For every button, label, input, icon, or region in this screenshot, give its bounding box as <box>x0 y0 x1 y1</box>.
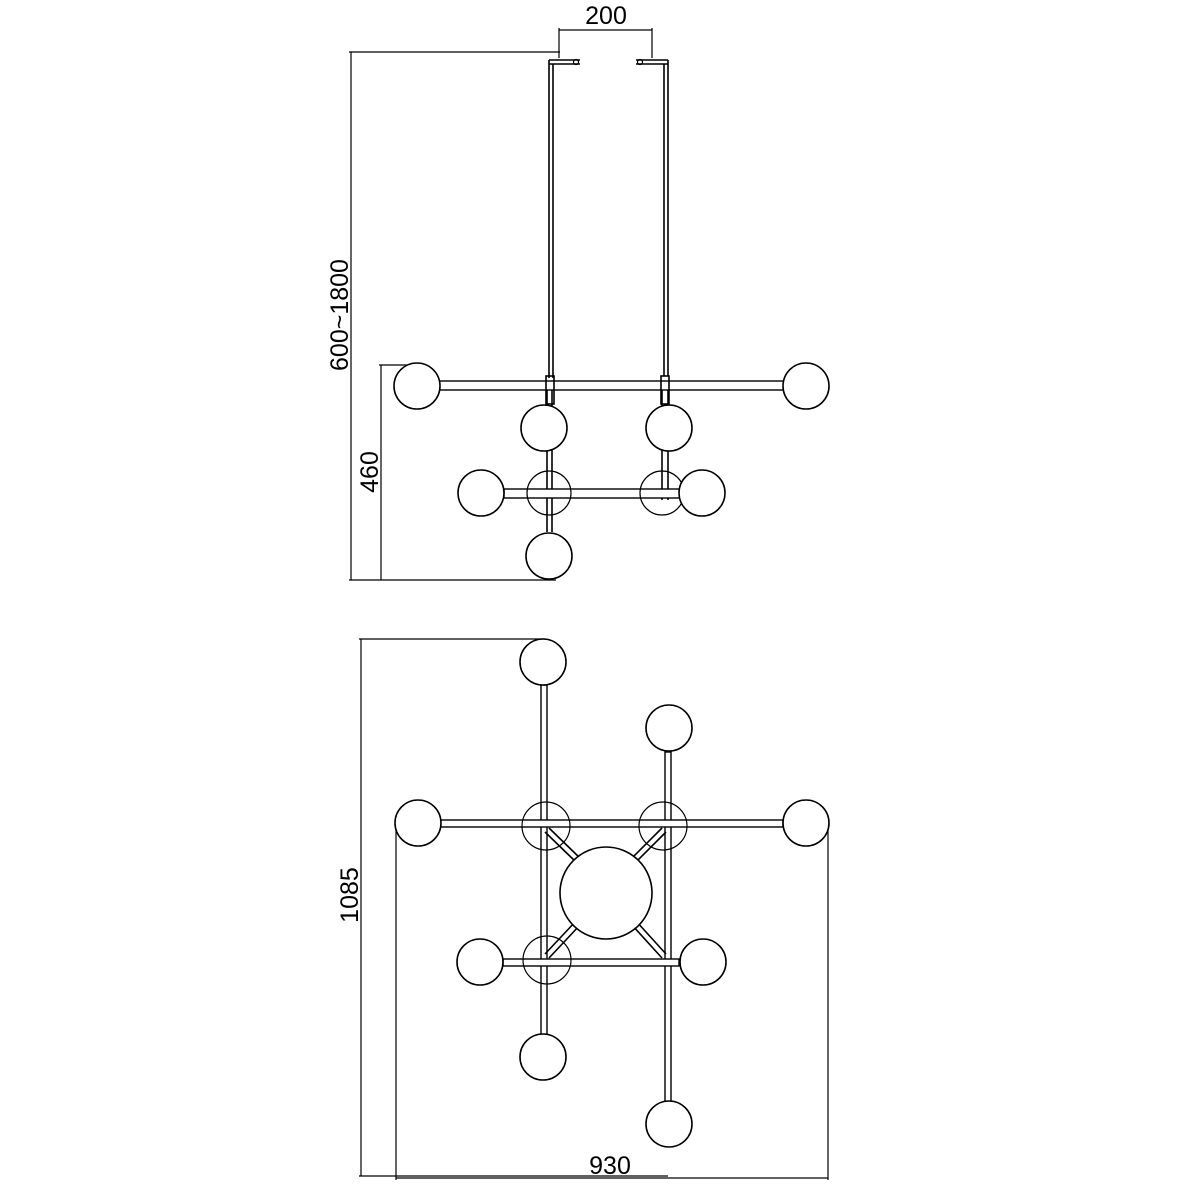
globe <box>645 704 693 752</box>
globe-ghost <box>526 470 572 516</box>
globe <box>457 469 505 517</box>
globe-ghost <box>521 801 571 851</box>
vertical-rod-right <box>664 751 672 1103</box>
plan-width-label: 930 <box>589 1152 631 1180</box>
globe-left <box>394 799 442 847</box>
globe-bottom <box>645 1100 693 1148</box>
plan-depth-label: 1085 <box>336 867 364 923</box>
globe-right <box>782 799 830 847</box>
globe <box>520 404 568 452</box>
globe-ghost <box>522 935 572 985</box>
central-canopy <box>559 846 653 940</box>
globe <box>679 938 727 986</box>
elevation-view: 200 600~1800 460 <box>326 2 830 581</box>
globe <box>456 938 504 986</box>
lower-rod <box>503 488 685 499</box>
connector-right <box>660 375 670 405</box>
globe-ghost <box>638 801 688 851</box>
globe <box>645 404 693 452</box>
globe <box>678 469 726 517</box>
dimension-plan-width: 930 <box>395 828 829 1180</box>
horizontal-rod-bottom <box>502 958 680 967</box>
dimension-canopy-spacing: 200 <box>558 2 653 58</box>
canopy-spacing-label: 200 <box>585 2 627 30</box>
fixture-height-label: 460 <box>356 451 384 493</box>
globe-left <box>393 362 441 410</box>
dimension-drop-length: 600~1800 <box>326 51 560 580</box>
dimension-fixture-height: 460 <box>349 364 556 581</box>
globe-bottom <box>525 532 573 580</box>
globe-top <box>519 638 567 686</box>
top-rod <box>437 380 787 391</box>
suspension-cables <box>548 60 669 378</box>
globe-right <box>782 362 830 410</box>
horizontal-rod-top <box>439 819 784 828</box>
globe <box>519 1033 567 1081</box>
diagonal-struts <box>544 827 667 959</box>
plan-view: 1085 930 <box>336 638 830 1180</box>
drop-length-label: 600~1800 <box>326 259 354 371</box>
connector-left <box>545 375 555 405</box>
canopy-hooks <box>549 58 668 66</box>
dimension-plan-depth: 1085 <box>336 638 668 1177</box>
